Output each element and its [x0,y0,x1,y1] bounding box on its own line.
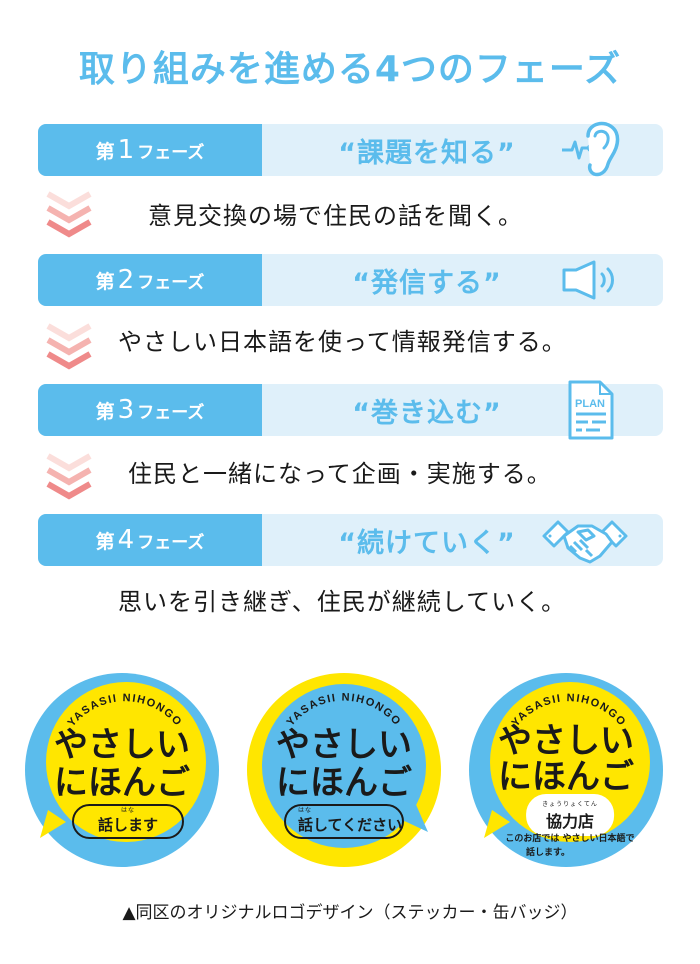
badge-pill: きょうりょくてん 協力店 [526,794,614,836]
phase-1-label: 第 1 フェーズ [38,124,262,176]
badge-title-line1: やさしい [276,725,412,765]
phase-suffix: フェーズ [137,142,205,163]
ruby-text: はな [298,807,313,814]
phase-suffix: フェーズ [137,402,205,423]
down-chevrons-icon [46,453,92,500]
down-chevrons-icon [46,323,92,370]
sticker-badge-1: YASASII NIHONGO やさしい にほんご はな 話します [22,670,222,870]
phase-suffix: フェーズ [137,272,205,293]
phase-3-label: 第 3 フェーズ [38,384,262,436]
phase-2-description: やさしい日本語を使って情報発信する。 [118,328,567,356]
phase-1-bar: 第 1 フェーズ “課題を知る” [38,124,663,176]
sticker-badge-3: YASASII NIHONGO やさしい にほんご きょうりょくてん 協力店 こ… [466,670,666,870]
phase-prefix: 第 [95,140,115,163]
badge-pill: はな 話します [72,804,184,839]
handshake-icon [542,520,628,564]
badge-title-line2: にほんご [276,763,412,803]
phase-3-description: 住民と一緒になって企画・実施する。 [128,460,552,488]
speaker-icon [562,260,614,300]
phase-prefix: 第 [95,530,115,553]
badge-title-line1: やさしい [54,725,190,765]
ruby-text: きょうりょくてん [542,801,598,808]
phase-number: 1 [117,135,135,165]
phase-3-quote: “巻き込む” [352,397,502,429]
down-chevrons-icon [46,191,92,238]
phase-number: 2 [117,265,135,295]
badge-pill: はな 話してください [284,804,404,839]
ruby-text: はな [120,807,135,814]
ear-icon [562,121,620,177]
page-title: 取り組みを進める4つのフェーズ [78,49,622,90]
phase-3-bar: 第 3 フェーズ “巻き込む” [38,384,663,436]
phase-number: 3 [117,395,135,425]
phase-2-quote: “発信する” [352,267,502,299]
pill-text: 話してください [298,816,403,834]
phase-prefix: 第 [95,270,115,293]
phase-prefix: 第 [95,400,115,423]
phase-4-quote: “続けていく” [338,527,516,559]
phase-2-bar: 第 2 フェーズ “発信する” [38,254,663,306]
badge-note-line1: このお店では やさしい日本語で [505,834,635,844]
pill-text: 協力店 [545,812,595,831]
badge-title-line2: にほんご [54,763,190,803]
sticker-badge-2: YASASII NIHONGO やさしい にほんご はな 話してください [244,670,444,870]
badge-title-line1: やさしい [498,721,634,761]
phase-number: 4 [117,525,135,555]
phase-4-description: 思いを引き継ぎ、住民が継続していく。 [118,588,567,616]
phase-2-label: 第 2 フェーズ [38,254,262,306]
svg-text:PLAN: PLAN [575,398,605,410]
plan-document-icon: PLAN [568,380,614,440]
badge-title-line2: にほんご [498,757,634,797]
phase-1-description: 意見交換の場で住民の話を聞く。 [148,202,523,230]
badge-note-line2: 話します。 [525,848,571,858]
pill-text: 話します [97,816,158,834]
image-caption: ▲同区のオリジナルロゴデザイン（ステッカー・缶バッジ） [122,903,578,923]
phase-1-quote: “課題を知る” [338,137,516,169]
phase-4-label: 第 4 フェーズ [38,514,262,566]
phase-suffix: フェーズ [137,532,205,553]
